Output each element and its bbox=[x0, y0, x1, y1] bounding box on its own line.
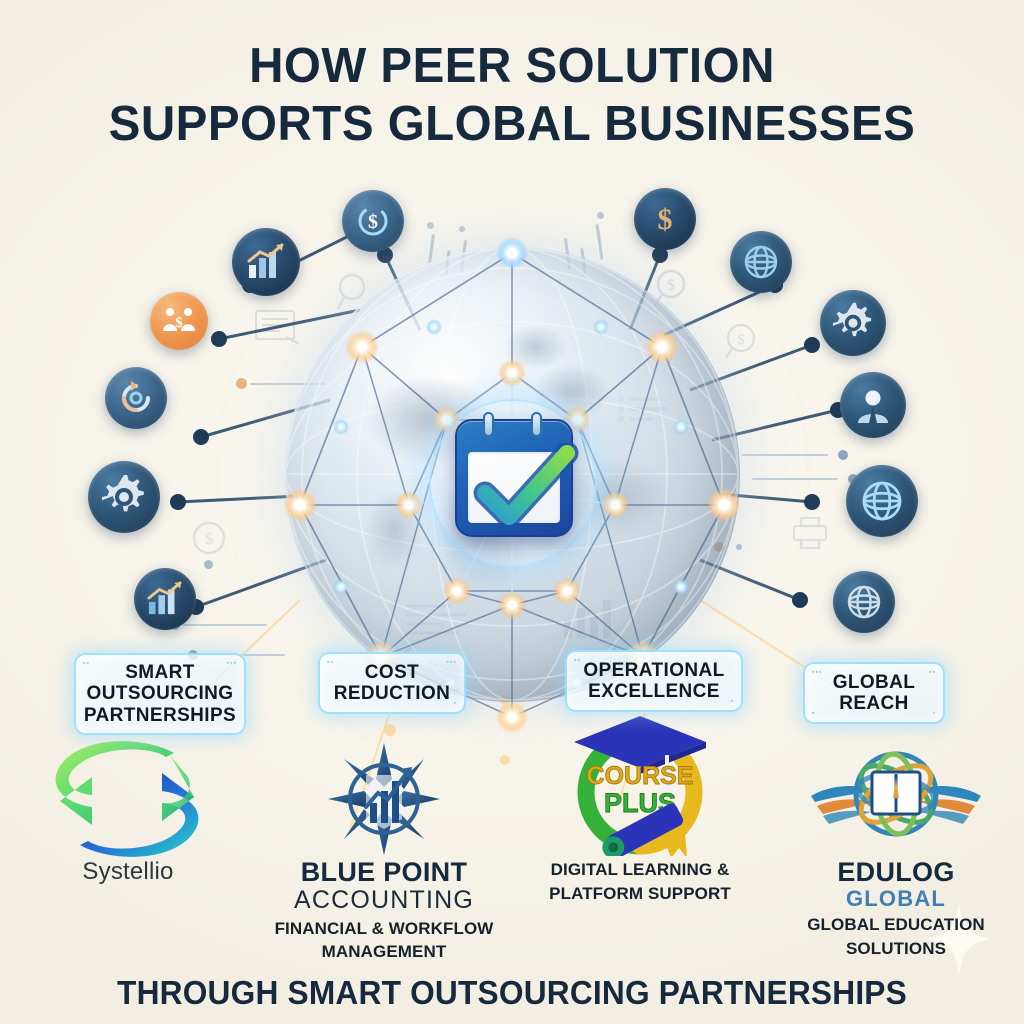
callout-label: COST REDUCTION bbox=[333, 661, 451, 704]
callout-global-reach[interactable]: ▪▪▪ ▪▪ ▪ ▪ GLOBAL REACH bbox=[803, 662, 945, 724]
partner-edulog-global[interactable]: EDULOG GLOBAL GLOBAL EDUCATION SOLUTIONS bbox=[768, 740, 1024, 962]
bar-chart-growth-icon-left[interactable] bbox=[134, 568, 196, 630]
partner-name-2: ACCOUNTING bbox=[293, 886, 475, 915]
partner-name-2: GLOBAL bbox=[845, 886, 947, 912]
partner-subtitle-1: FINANCIAL & WORKFLOW bbox=[274, 918, 494, 938]
dollar-icon-top[interactable]: $ bbox=[634, 188, 696, 250]
globe-icon bbox=[847, 585, 881, 619]
compass-chart-logo bbox=[326, 740, 442, 858]
open-book-icon bbox=[870, 770, 922, 816]
svg-text:$: $ bbox=[205, 529, 214, 548]
sparkle-icon bbox=[926, 902, 992, 976]
partner-logo-row: Systellio bbox=[0, 716, 1024, 962]
chip-deco: ▪▪▪ bbox=[226, 660, 237, 667]
tick-dot bbox=[427, 222, 434, 229]
callout-label: SMART OUTSOURCING PARTNERSHIPS bbox=[83, 661, 237, 726]
partner-course-plus[interactable]: COURSE PLUS DIGITAL LEARNING & PLATFORM … bbox=[512, 716, 768, 962]
title-line-2: SUPPORTS GLOBAL BUSINESSES bbox=[108, 96, 916, 151]
handshake-dollar-icon: $ bbox=[163, 308, 195, 331]
globe-icon-top-right[interactable] bbox=[730, 231, 792, 293]
winged-globe-book-icon bbox=[811, 751, 981, 837]
svg-text:$: $ bbox=[737, 332, 745, 348]
callout-smart-outsourcing-partnerships[interactable]: ▪▪ ▪▪▪ SMART OUTSOURCING PARTNERSHIPS bbox=[74, 653, 246, 735]
footer-banner: THROUGH SMART OUTSOURCING PARTNERSHIPS bbox=[0, 974, 1024, 1012]
printer-ghost-icon bbox=[792, 516, 828, 550]
sync-refresh-icon[interactable] bbox=[105, 367, 167, 429]
chip-deco: ▪ bbox=[730, 698, 734, 705]
chip-deco: ▪▪▪ bbox=[446, 659, 457, 666]
dollar-refresh-icon-top[interactable]: $ bbox=[342, 190, 404, 252]
chip-deco: ▪▪ bbox=[929, 669, 936, 676]
chip-deco: ▪ bbox=[932, 710, 936, 717]
partner-blue-point-accounting[interactable]: BLUE POINT ACCOUNTING FINANCIAL & WORKFL… bbox=[256, 740, 512, 962]
globe-icon-right[interactable] bbox=[846, 465, 918, 537]
svg-text:$: $ bbox=[368, 211, 378, 233]
globe-icon bbox=[862, 481, 902, 521]
partner-subtitle-2: SOLUTIONS bbox=[845, 938, 947, 958]
leader-line bbox=[742, 448, 852, 462]
partner-name: Systellio bbox=[82, 858, 174, 886]
partner-subtitle-2: PLATFORM SUPPORT bbox=[549, 884, 731, 904]
tick-dot bbox=[459, 226, 465, 232]
leader-line bbox=[236, 376, 336, 390]
globe-icon-bottom-right[interactable] bbox=[833, 571, 895, 633]
svg-text:$: $ bbox=[658, 203, 673, 236]
dollar-refresh-icon: $ bbox=[358, 206, 388, 236]
chip-deco: ▪ bbox=[453, 700, 457, 707]
callout-label: OPERATIONAL EXCELLENCE bbox=[583, 659, 725, 702]
partner-systellio[interactable]: Systellio bbox=[0, 740, 256, 962]
partner-subtitle-1: DIGITAL LEARNING & bbox=[550, 860, 730, 880]
tick-dot bbox=[597, 212, 604, 219]
gear-icon-left[interactable] bbox=[88, 461, 160, 533]
gear-icon bbox=[102, 475, 144, 512]
callout-cost-reduction[interactable]: ▪▪ ▪▪▪ ▪ COST REDUCTION bbox=[318, 652, 466, 714]
user-profile-icon[interactable] bbox=[840, 372, 906, 438]
bar-chart-arrow-icon bbox=[247, 243, 284, 278]
partner-name: EDULOG bbox=[837, 857, 955, 888]
chip-deco: ▪▪ bbox=[574, 657, 581, 664]
callout-label: GLOBAL REACH bbox=[832, 671, 916, 714]
winged-globe-book-logo bbox=[801, 740, 991, 858]
calendar-ring bbox=[483, 412, 494, 437]
chip-deco: ▪▪ bbox=[83, 660, 90, 667]
s-arrows-logo bbox=[48, 740, 208, 858]
partner-name: BLUE POINT bbox=[300, 857, 468, 888]
graduation-cap-icon: COURSE PLUS bbox=[574, 716, 706, 857]
page-title: HOW PEER SOLUTION SUPPORTS GLOBAL BUSINE… bbox=[0, 38, 1024, 154]
bar-chart-arrow-icon bbox=[147, 581, 182, 615]
s-arrows-icon bbox=[55, 741, 199, 858]
globe-network-graphic bbox=[277, 237, 747, 733]
callout-operational-excellence[interactable]: ▪▪ ▪ OPERATIONAL EXCELLENCE bbox=[565, 650, 743, 712]
course-word: COURSE bbox=[587, 762, 694, 790]
user-icon bbox=[858, 390, 888, 423]
dollar-sign-icon: $ bbox=[658, 203, 673, 236]
partner-subtitle-2: MANAGEMENT bbox=[321, 942, 447, 962]
globe-icon bbox=[744, 245, 778, 279]
checkmark-icon bbox=[473, 443, 579, 529]
chip-deco: ▪▪▪ bbox=[812, 669, 823, 676]
compass-chart-icon bbox=[328, 743, 440, 856]
title-line-1: HOW PEER SOLUTION bbox=[249, 39, 775, 93]
calendar-ring bbox=[531, 412, 542, 437]
svg-text:$: $ bbox=[175, 315, 183, 331]
gear-icon bbox=[832, 302, 872, 337]
graduation-cap-diploma-logo: COURSE PLUS bbox=[551, 706, 729, 857]
handshake-money-icon[interactable]: $ bbox=[150, 292, 208, 350]
gear-icon-right[interactable] bbox=[820, 290, 886, 356]
partner-subtitle-1: GLOBAL EDUCATION bbox=[807, 915, 985, 935]
bar-chart-growth-icon-top-left[interactable] bbox=[232, 228, 300, 296]
chip-deco: ▪▪ bbox=[327, 659, 334, 666]
chip-deco: ▪ bbox=[812, 710, 816, 717]
refresh-cycle-icon bbox=[122, 381, 150, 412]
footer-text: THROUGH SMART OUTSOURCING PARTNERSHIPS bbox=[117, 974, 907, 1011]
dollar-coin-ghost-icon-left: $ bbox=[191, 520, 227, 556]
